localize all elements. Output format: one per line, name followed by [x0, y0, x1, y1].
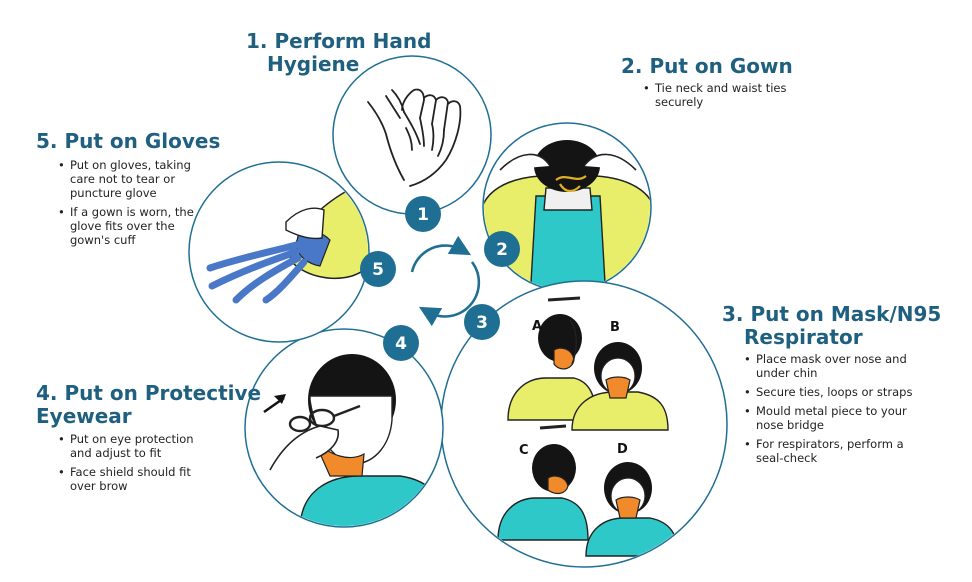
- step-badge-2: 2: [484, 231, 520, 267]
- step-badge-4: 4: [383, 325, 419, 361]
- step-4-bullet-2: Face shield should fit over brow: [56, 465, 216, 493]
- step-2-bullets: Tie neck and waist ties securely: [641, 81, 801, 114]
- step-1-illustration: [332, 55, 492, 215]
- step-2-illustration: [482, 122, 652, 292]
- step-5-bullets: Put on gloves, taking care not to tear o…: [56, 158, 206, 252]
- step-3-bullets: Place mask over nose and under chin Secu…: [742, 352, 932, 470]
- step-3-title: 3. Put on Mask/N95 Respirator: [722, 303, 941, 349]
- step-1-title-line-1: 1. Perform Hand: [246, 29, 432, 53]
- sub-label-a: A: [532, 319, 542, 334]
- step-badge-1: 1: [405, 196, 441, 232]
- step-3-bullet-1: Place mask over nose and under chin: [742, 352, 932, 380]
- step-3-bullet-3: Mould metal piece to your nose bridge: [742, 404, 932, 432]
- step-badge-3-number: 3: [476, 313, 488, 333]
- step-3-title-line-2: Respirator: [744, 325, 863, 349]
- step-4-title: 4. Put on Protective Eyewear: [36, 382, 261, 428]
- step-2-title-line-1: 2. Put on Gown: [621, 54, 793, 78]
- step-5-title: 5. Put on Gloves: [36, 130, 220, 153]
- step-4-title-line-2: Eyewear: [36, 404, 132, 428]
- step-3-bullet-4: For respirators, perform a seal-check: [742, 437, 932, 465]
- step-5-bullet-2: If a gown is worn, the glove fits over t…: [56, 205, 206, 247]
- step-5-bullet-1: Put on gloves, taking care not to tear o…: [56, 158, 206, 200]
- step-4-title-line-1: 4. Put on Protective: [36, 381, 262, 405]
- cycle-arrows: [410, 235, 481, 327]
- step-badge-5: 5: [360, 251, 396, 287]
- step-4-bullet-1: Put on eye protection and adjust to fit: [56, 432, 216, 460]
- step-badge-2-number: 2: [496, 240, 508, 260]
- step-badge-5-number: 5: [372, 260, 384, 280]
- step-4-bullets: Put on eye protection and adjust to fit …: [56, 432, 216, 498]
- eyewear-icon: [269, 354, 442, 526]
- step-badge-1-number: 1: [417, 205, 429, 225]
- gown-tying-icon: [484, 140, 650, 290]
- step-4-illustration: [244, 328, 444, 528]
- sub-label-d: D: [617, 442, 628, 457]
- hand-hygiene-icon: [367, 88, 462, 187]
- step-badge-3: 3: [464, 304, 500, 340]
- step-1-title: 1. Perform Hand Hygiene: [246, 30, 431, 76]
- mask-respirator-icon: [497, 296, 679, 557]
- step-1-title-line-2: Hygiene: [267, 52, 360, 76]
- sub-label-b: B: [610, 320, 620, 335]
- step-5-title-line-1: 5. Put on Gloves: [36, 129, 221, 153]
- sub-label-c: C: [519, 443, 529, 458]
- step-badge-4-number: 4: [395, 334, 407, 354]
- step-3-bullet-2: Secure ties, loops or straps: [742, 385, 932, 399]
- step-3-title-line-1: 3. Put on Mask/N95: [722, 302, 942, 326]
- step-3-illustration: A B C D: [440, 280, 728, 568]
- step-2-title: 2. Put on Gown: [621, 55, 793, 78]
- step-2-bullet-1: Tie neck and waist ties securely: [641, 81, 801, 109]
